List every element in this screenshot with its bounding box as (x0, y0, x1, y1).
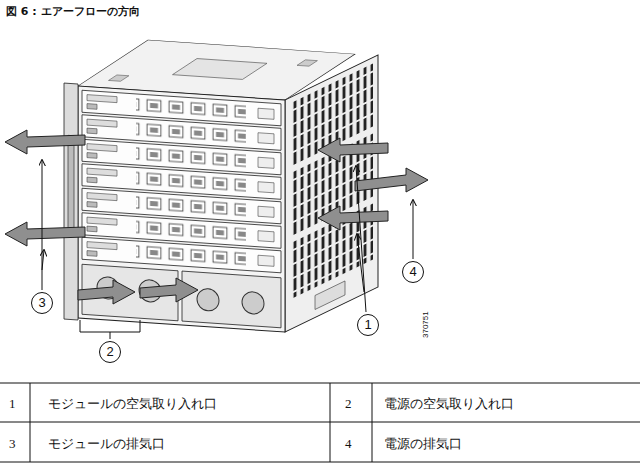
callout-number: 4 (402, 261, 424, 283)
callout-number-text: 2 (106, 345, 113, 359)
callout-number-text: 4 (409, 265, 416, 279)
side-face (285, 55, 378, 332)
table-cell: モジュールの排気口 (48, 436, 165, 452)
flange-handle (68, 135, 74, 235)
table-rule (0, 422, 640, 423)
power-intake-arrow (78, 280, 135, 304)
leader-line (356, 166, 366, 312)
bracket (80, 320, 140, 332)
table-rule (330, 383, 331, 462)
table-number: 2 (345, 396, 352, 412)
table-number: 4 (345, 436, 352, 452)
figure-id: 370751 (421, 311, 431, 338)
module-exhaust-arrow (5, 130, 85, 154)
callout-number-text: 1 (364, 318, 371, 332)
psu-fan (197, 288, 219, 311)
airflow-arrows (5, 130, 428, 304)
power-supply (182, 271, 281, 328)
psu-fan (242, 291, 264, 314)
callout-number: 2 (99, 341, 121, 363)
top-detail (109, 75, 129, 81)
leader-lines (42, 160, 413, 339)
table-rule (0, 383, 640, 384)
table-cell: 電源の排気口 (384, 436, 462, 452)
leader-line (42, 250, 44, 270)
table-cell: モジュールの空気取り入れ口 (48, 396, 217, 412)
table-rule (30, 383, 31, 462)
table-cell: 電源の空気取り入れ口 (384, 396, 514, 412)
callout-number: 3 (31, 292, 53, 314)
callout-number: 1 (357, 314, 379, 336)
top-detail (297, 60, 317, 66)
table-number: 1 (9, 396, 16, 412)
mounting-flange (64, 83, 78, 320)
leader-line (110, 332, 111, 339)
chassis-front (64, 83, 285, 334)
leader-line (42, 160, 43, 290)
callout-number-text: 3 (38, 296, 45, 310)
table-rule (372, 383, 373, 462)
leader-line (357, 234, 364, 292)
figure-title: 図 6 : エアーフローの方向 (6, 4, 140, 19)
leader-line (413, 200, 414, 259)
power-intake-arrow (140, 278, 198, 302)
top-panel (173, 59, 268, 80)
chassis-side (285, 55, 378, 332)
table-number: 3 (9, 436, 16, 452)
front-face (78, 86, 285, 332)
module-intake-arrow (318, 206, 388, 230)
side-label-plate (315, 281, 345, 310)
table-rule (0, 462, 640, 463)
module-exhaust-arrow (5, 222, 85, 246)
module-intake-arrow (318, 138, 388, 162)
power-exhaust-arrow (355, 168, 428, 192)
table-grid (0, 383, 640, 462)
